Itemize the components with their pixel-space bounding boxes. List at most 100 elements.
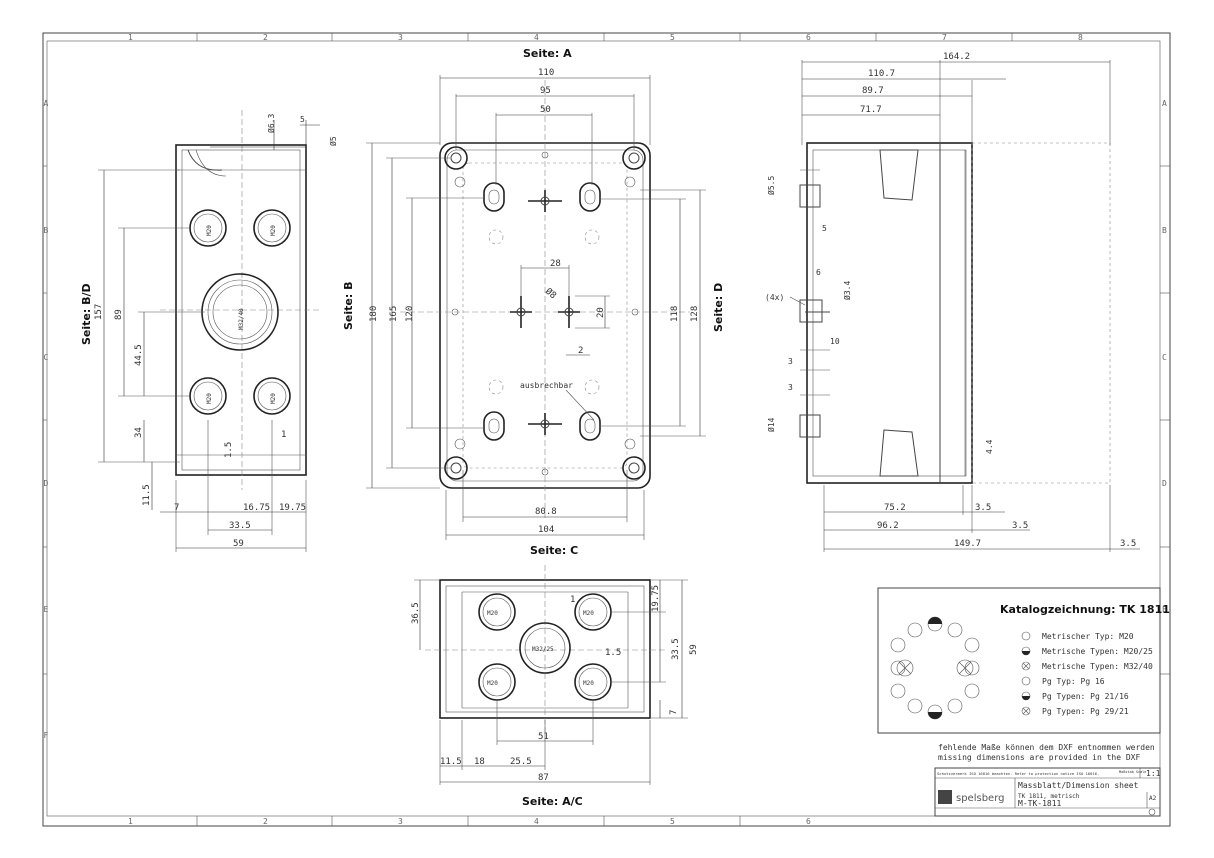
brand-logo-icon [938, 790, 952, 804]
grid-row-b-right: B [1162, 226, 1167, 235]
legend-text: Pg Typ: Pg 16 [1042, 677, 1105, 686]
dim-89-7: 89.7 [862, 86, 884, 96]
legend-text: Metrische Typen: M20/25 [1042, 647, 1153, 656]
grid-labels: 1 2 3 4 5 6 7 8 1 2 3 4 5 6 A B C D E F … [44, 33, 1168, 826]
dim-33-5-c: 33.5 [671, 638, 681, 660]
inner-frame [46, 40, 1161, 817]
dim-1-5-c: 1.5 [605, 648, 621, 658]
dim-16-75: 16.75 [243, 503, 270, 513]
legend-text: Pg Typen: Pg 29/21 [1042, 707, 1129, 716]
view-bottom-c: M20 M20 M32/25 M20 M20 36.5 19.75 33.5 5… [411, 565, 699, 808]
dim-20: 20 [596, 307, 606, 318]
catalog-title: Katalogzeichnung: TK 1811 [1000, 603, 1170, 616]
knockout-label: M20 [583, 610, 594, 617]
sheet-title: Massblatt/Dimension sheet [1018, 781, 1139, 790]
dim-164-2: 164.2 [943, 52, 970, 62]
dim-1: 1 [281, 430, 286, 440]
label-seite-b: Seite: B [342, 282, 355, 331]
dim-51: 51 [538, 732, 549, 742]
label-seite-d: Seite: D [712, 283, 725, 332]
knockout-label: M20 [487, 610, 498, 617]
dim-104: 104 [538, 525, 554, 535]
grid-col-4: 4 [534, 33, 539, 42]
knockout-label: M20 [206, 393, 213, 404]
dim-1-5: 1.5 [224, 442, 234, 458]
dim-110-7: 110.7 [868, 69, 895, 79]
grid-row-a-right: A [1162, 99, 1167, 108]
dim-10: 10 [830, 337, 840, 346]
dim-59-c: 59 [689, 644, 699, 655]
view-side-section: 164.2 110.7 89.7 71.7 Ø5.5 5 6 Ø3.4 (4x)… [765, 52, 1140, 552]
dim-5: 5 [300, 115, 305, 124]
grid-col-1: 1 [128, 33, 133, 42]
knockout-label: M32/40 [238, 308, 245, 330]
grid-row-d-right: D [1162, 479, 1167, 488]
dim-80-8: 80.8 [535, 507, 557, 517]
grid-row-c: C [44, 353, 49, 362]
legend-text: Pg Typen: Pg 21/16 [1042, 692, 1129, 701]
knockout-label: M20 [270, 225, 277, 236]
grid-col-7: 7 [942, 33, 947, 42]
dim-5-side: 5 [822, 224, 827, 233]
outer-frame [42, 32, 1171, 827]
dim-165: 165 [389, 306, 399, 322]
dim-d8: Ø8 [543, 286, 558, 301]
catalog-ring-icon [890, 616, 980, 720]
dim-6: 6 [816, 268, 821, 277]
grid-col-5-bottom: 5 [670, 817, 675, 826]
dim-96-2: 96.2 [877, 521, 899, 531]
dim-7: 7 [174, 503, 179, 513]
scale-label: Maßstab Scale [1119, 770, 1146, 774]
sheet-number: M-TK-1811 [1018, 799, 1062, 808]
dim-2: 2 [578, 346, 583, 356]
knockout-label: M20 [270, 393, 277, 404]
grid-col-3-bottom: 3 [398, 817, 403, 826]
grid-col-4-bottom: 4 [534, 817, 539, 826]
dim-149-7: 149.7 [954, 539, 981, 549]
grid-col-2-bottom: 2 [263, 817, 268, 826]
note-line-1: fehlende Maße können dem DXF entnommen w… [938, 743, 1155, 752]
grid-row-d: D [44, 479, 49, 488]
note-ausbrechbar: ausbrechbar [520, 381, 573, 390]
grid-row-b: B [44, 226, 49, 235]
dim-36-5: 36.5 [411, 602, 421, 624]
dim-44-5: 44.5 [134, 344, 144, 366]
legend-open-icon [1021, 676, 1031, 686]
grid-col-8: 8 [1078, 33, 1083, 42]
dim-33-5: 33.5 [229, 521, 251, 531]
dim-87: 87 [538, 773, 549, 783]
dim-11-5-c: 11.5 [440, 757, 462, 767]
knockout-label: M20 [487, 680, 498, 687]
title-block: Schutzvermerk ISO 16016 beachten. Refer … [934, 767, 1161, 817]
grid-row-c-right: C [1162, 353, 1167, 362]
legend-text: Metrischer Typ: M20 [1042, 632, 1134, 641]
label-seite-ac: Seite: A/C [522, 795, 583, 808]
grid-col-3: 3 [398, 33, 403, 42]
note-line-2: missing dimensions are provided in the D… [938, 753, 1140, 762]
grid-row-e: E [44, 605, 49, 614]
label-seite-c: Seite: C [530, 544, 578, 557]
dim-d5: Ø5 [328, 136, 338, 146]
dim-71-7: 71.7 [860, 105, 882, 115]
dim-110: 110 [538, 68, 554, 78]
dim-4x: (4x) [765, 293, 784, 302]
dim-25-5: 25.5 [510, 757, 532, 767]
dim-4-4: 4.4 [985, 439, 994, 454]
label-seite-bd: Seite: B/D [80, 283, 93, 345]
catalog-box: Katalogzeichnung: TK 1811 Metrischer Typ… [877, 587, 1170, 734]
scale-value: 1:1 [1146, 769, 1161, 778]
dim-d3-4: Ø3.4 [842, 281, 852, 300]
dim-28: 28 [550, 259, 561, 269]
dim-19-75: 19.75 [279, 503, 306, 513]
dim-34: 34 [134, 427, 144, 438]
label-seite-a: Seite: A [523, 47, 572, 60]
legend-open-icon [1021, 631, 1031, 641]
grid-col-6: 6 [806, 33, 811, 42]
dim-128: 128 [690, 306, 700, 322]
knockout-label: M20 [206, 225, 213, 236]
dim-19-75-c: 19.75 [651, 585, 661, 612]
dim-3b: 3 [788, 383, 793, 392]
dim-1-c: 1 [570, 595, 575, 605]
